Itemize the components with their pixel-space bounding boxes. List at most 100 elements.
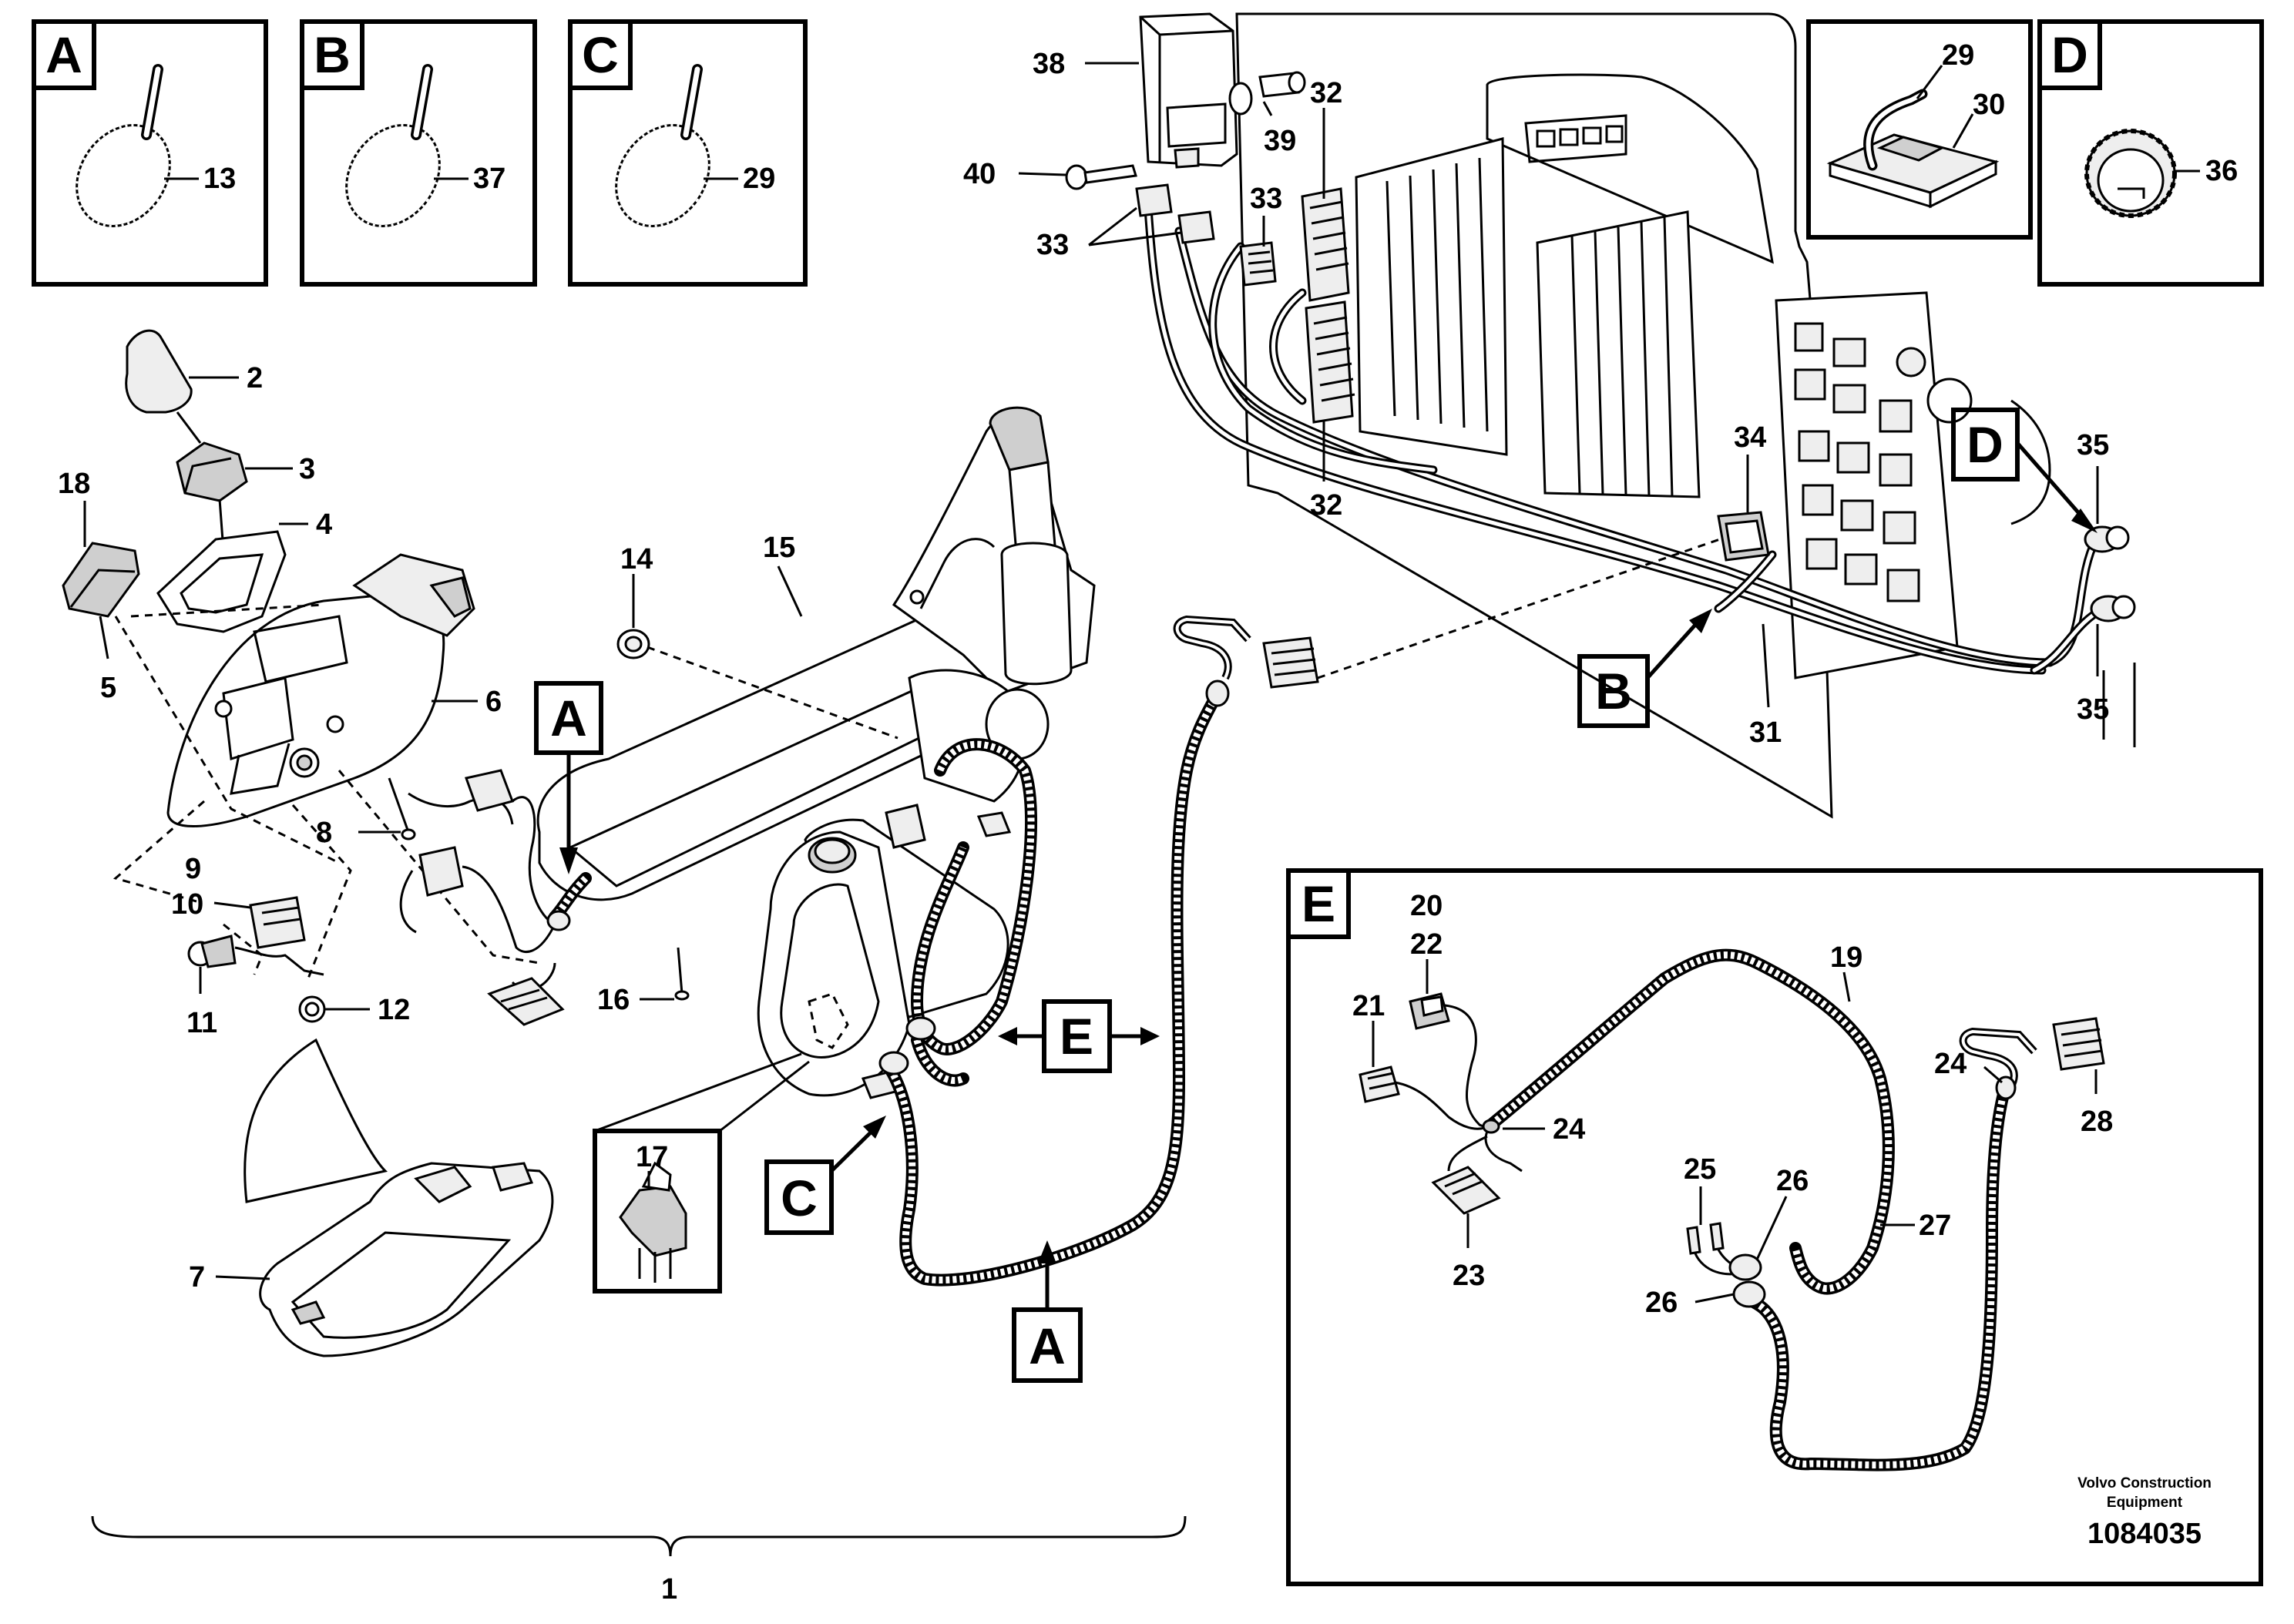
detail-box-e: E	[1286, 868, 2263, 1586]
callout-33-left: 33	[1036, 229, 1069, 261]
part-38-control-unit	[1139, 12, 1238, 169]
callout-7: 7	[189, 1261, 205, 1293]
part-4-bezel	[156, 530, 287, 633]
ref-box-a-top: A	[534, 681, 603, 874]
callout-29-clip: 29	[1942, 39, 1974, 72]
part-14-grommet	[616, 629, 650, 659]
part-6-control-pod	[166, 553, 475, 827]
callout-19: 19	[1830, 941, 1862, 974]
callout-3: 3	[299, 453, 315, 485]
callout-34: 34	[1734, 421, 1766, 454]
ref-box-e-letter: E	[1060, 1008, 1093, 1065]
callout-24-right: 24	[1934, 1048, 1967, 1080]
cab-electrical-panel	[1235, 12, 2136, 819]
ecu-module-left	[1355, 137, 1508, 456]
relay-fuse-board	[1775, 291, 1973, 679]
part-40-screw	[1065, 164, 1137, 190]
nut-ring-icon	[2084, 129, 2177, 218]
ref-box-d-letter: D	[1967, 416, 2003, 473]
cable-tie-icon	[615, 64, 710, 227]
callout-33-right: 33	[1250, 183, 1282, 215]
callout-23: 23	[1453, 1260, 1485, 1292]
callout-25: 25	[1684, 1153, 1716, 1186]
callout-10: 10	[171, 888, 203, 921]
part-17-detail-box: 17	[593, 1052, 810, 1293]
detail-box-a-letter: A	[45, 26, 82, 83]
callout-35-bottom: 35	[2077, 693, 2109, 726]
detail-box-clip: 29 30	[1806, 19, 2033, 240]
callout-1: 1	[661, 1573, 677, 1606]
callout-8: 8	[316, 817, 332, 849]
part-28-connector	[1959, 1017, 2105, 1100]
panel-slots	[1536, 125, 1624, 148]
part-21-connector	[1359, 1065, 1400, 1103]
part-22-connector	[1409, 992, 1450, 1030]
callout-18: 18	[58, 468, 90, 500]
callout-24-left: 24	[1553, 1113, 1585, 1146]
callout-16: 16	[597, 984, 630, 1016]
detail-box-c-letter: C	[582, 26, 619, 83]
joystick-handle	[989, 406, 1073, 686]
ref-box-a-top-letter: A	[550, 690, 587, 747]
pod-harness	[399, 769, 556, 991]
cable-clip-icon	[1826, 89, 2000, 209]
callout-32-top: 32	[1310, 77, 1342, 109]
part-26-connectors	[1728, 1253, 1766, 1308]
harness-hose-main	[549, 687, 1224, 1287]
ref-box-c: C	[764, 1116, 886, 1235]
part-7-lower-cover	[244, 1038, 554, 1357]
ref-box-b-letter: B	[1595, 663, 1632, 720]
part-8-screw	[388, 777, 416, 841]
callout-20: 20	[1410, 890, 1443, 922]
callout-38: 38	[1033, 48, 1065, 80]
callout-15: 15	[763, 532, 795, 564]
part-12-grommet	[298, 995, 326, 1023]
part-23-pad	[1431, 1166, 1501, 1215]
ref-box-c-letter: C	[781, 1169, 818, 1226]
callout-17: 17	[636, 1141, 668, 1173]
part-16-screw	[674, 947, 690, 1001]
assembly-brace	[91, 1515, 1187, 1557]
ecu-module-right	[1536, 210, 1701, 498]
part-2-knob	[125, 329, 193, 414]
detail-box-e-letter: E	[1302, 875, 1335, 932]
detail-box-a: A 13	[32, 19, 268, 287]
callout-35-top: 35	[2077, 429, 2109, 461]
callout-6: 6	[485, 686, 502, 718]
callout-40: 40	[963, 158, 996, 190]
part-39-spacer	[1228, 71, 1306, 116]
callout-26-bottom: 26	[1645, 1287, 1678, 1319]
ref-box-a-bottom: A	[1012, 1240, 1083, 1383]
part-34-connector	[1717, 511, 1770, 562]
hose-connectors	[546, 679, 1230, 1075]
callout-31: 31	[1749, 716, 1782, 749]
callout-32-bottom: 32	[1310, 489, 1342, 522]
part-33-connectors	[1135, 183, 1277, 287]
ref-box-b: B	[1577, 609, 1712, 728]
brand-line-2: Equipment	[2107, 1495, 2183, 1511]
callout-9: 9	[185, 853, 201, 885]
connector-32-lower	[1305, 300, 1355, 424]
ref-box-e: E	[998, 999, 1160, 1073]
detail-box-d-letter: D	[2051, 26, 2088, 83]
callout-21: 21	[1352, 990, 1385, 1022]
callout-28: 28	[2081, 1106, 2113, 1138]
part-17-switch	[619, 1161, 687, 1283]
part-35-connectors	[2084, 525, 2136, 622]
callout-30: 30	[1973, 89, 2005, 121]
part-10-connector	[249, 896, 306, 949]
callout-39: 39	[1264, 125, 1296, 157]
detail-box-c: C 29	[568, 19, 808, 287]
callout-4: 4	[316, 508, 332, 541]
cable-tie-icon	[345, 64, 441, 227]
callout-36: 36	[2205, 155, 2238, 187]
connector-32-upper	[1301, 187, 1350, 302]
ecu-harness-cables	[1144, 203, 2120, 675]
figure-number: 1084035	[2087, 1518, 2202, 1550]
callout-22: 22	[1410, 928, 1443, 961]
detail-box-d: D 36	[2037, 19, 2264, 287]
brand-line-1: Volvo Construction	[2077, 1475, 2212, 1491]
part-pad-sensor	[487, 977, 565, 1026]
